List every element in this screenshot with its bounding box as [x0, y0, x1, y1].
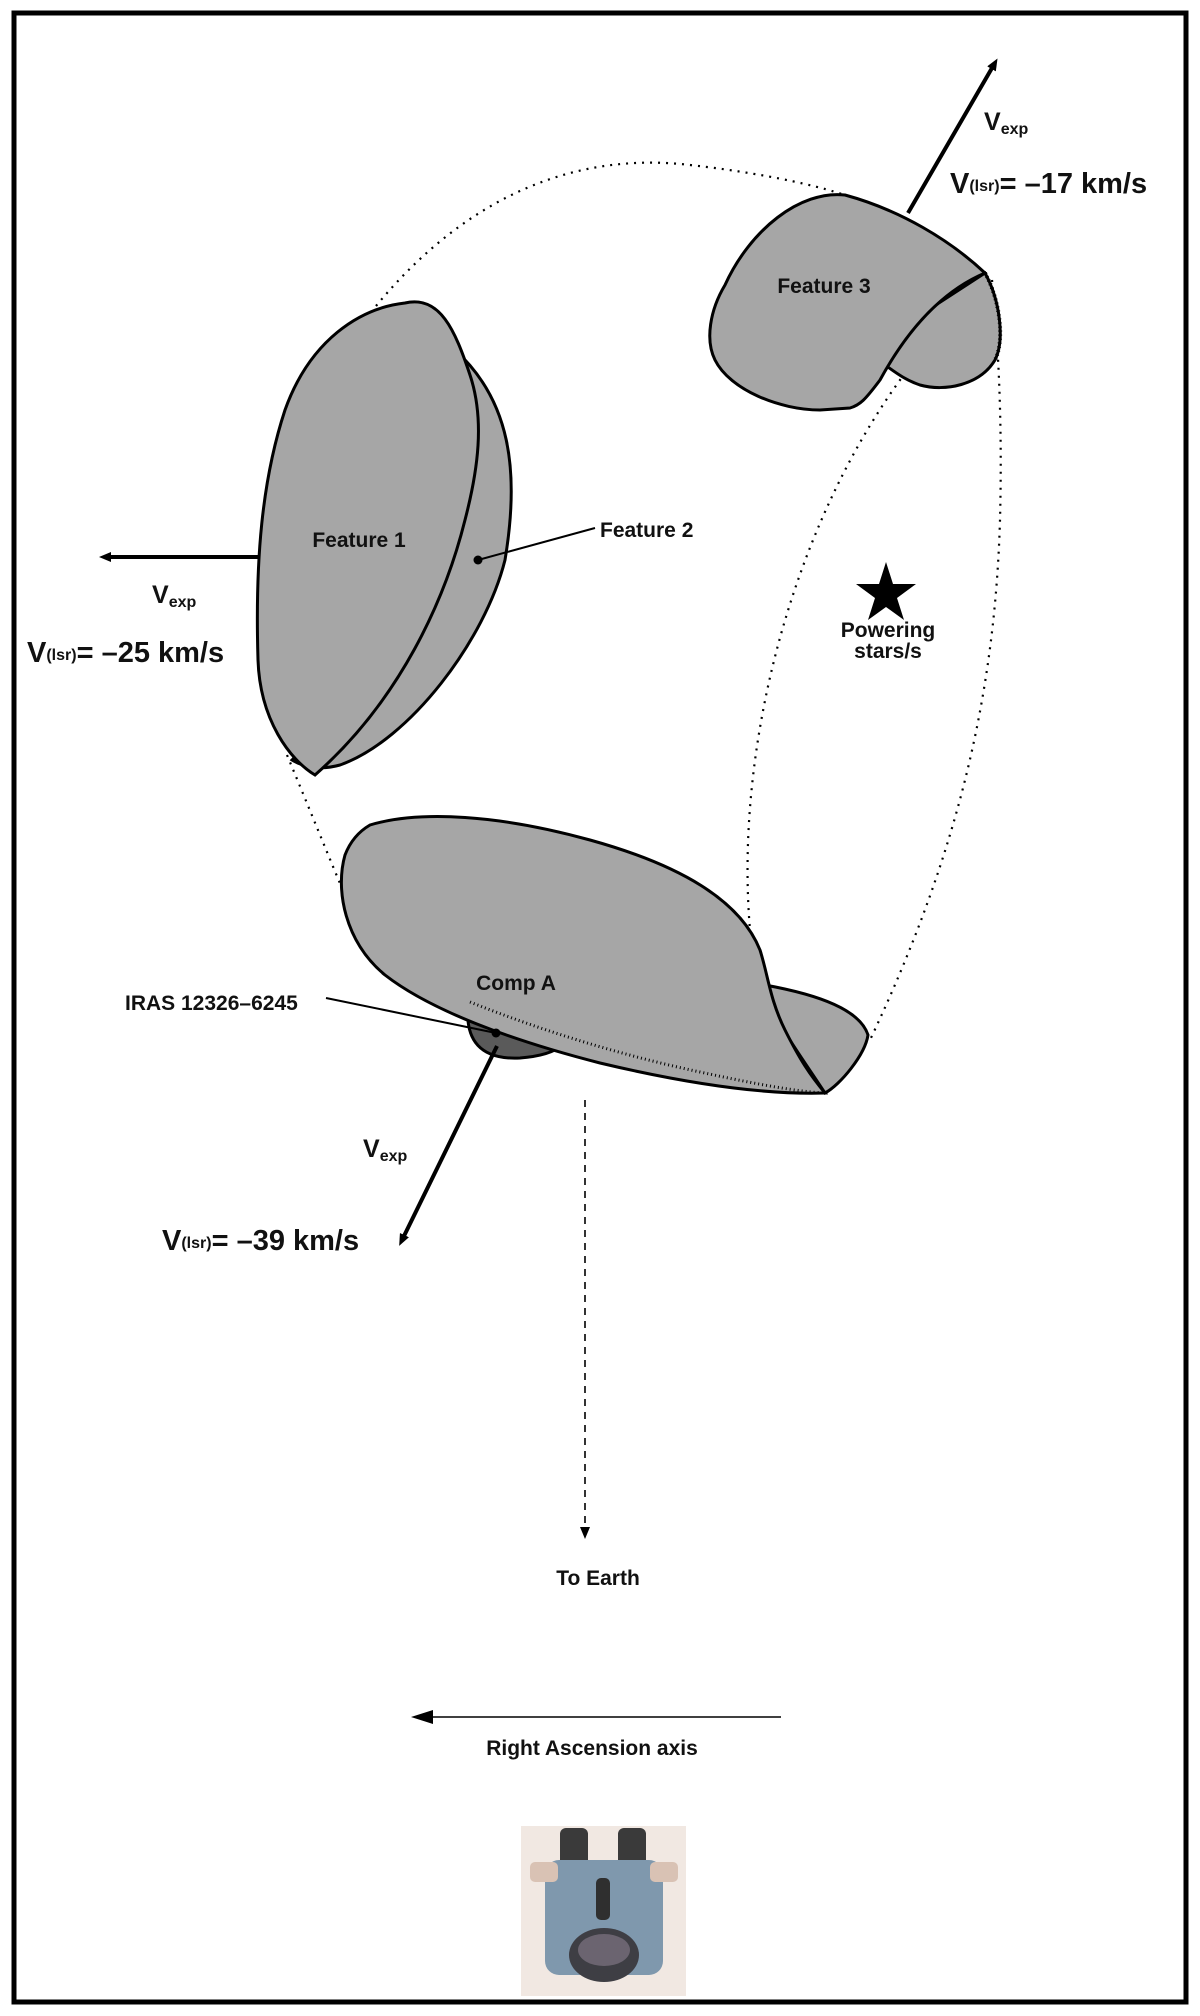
observer-top-view-icon — [521, 1826, 686, 1996]
feature-1-vexp-label: Vexp — [152, 581, 196, 611]
feature-3-cloud — [708, 193, 988, 412]
feature-3-vexp-label: Vexp — [984, 108, 1028, 138]
comp-a-cloud — [339, 815, 829, 1095]
feature-1-cloud — [255, 300, 480, 777]
iras-label: IRAS 12326–6245 — [125, 992, 298, 1015]
feature-2-leader-dot — [473, 555, 483, 565]
feature-3-label: Feature 3 — [777, 275, 870, 298]
feature-3-edge-shade — [983, 272, 1003, 361]
iras-leader-dot — [491, 1028, 501, 1038]
feature-2-label: Feature 2 — [600, 519, 693, 542]
star-label-line-1: Powering — [841, 619, 936, 642]
star-label-line-2: stars/s — [854, 640, 922, 663]
to-earth-label: To Earth — [556, 1567, 640, 1590]
shell-outline-outer — [375, 161, 871, 307]
feature-3-vlsr-label: V(lsr)= –17 km/s — [950, 168, 1147, 200]
feature-1-vlsr-label: V(lsr)= –25 km/s — [27, 637, 224, 669]
feature-2-leader — [477, 527, 596, 561]
comp-a-vlsr-label: V(lsr)= –39 km/s — [162, 1225, 359, 1257]
feature-1-label: Feature 1 — [312, 529, 406, 552]
feature-3-vexp-arrow — [906, 58, 998, 215]
iras-leader — [325, 997, 497, 1034]
comp-a-vexp-arrow — [399, 1045, 499, 1246]
comp-a-label: Comp A — [476, 972, 556, 995]
star-icon — [856, 562, 916, 620]
comp-a-vexp-label: Vexp — [363, 1135, 407, 1165]
right-ascension-label: Right Ascension axis — [486, 1737, 698, 1760]
